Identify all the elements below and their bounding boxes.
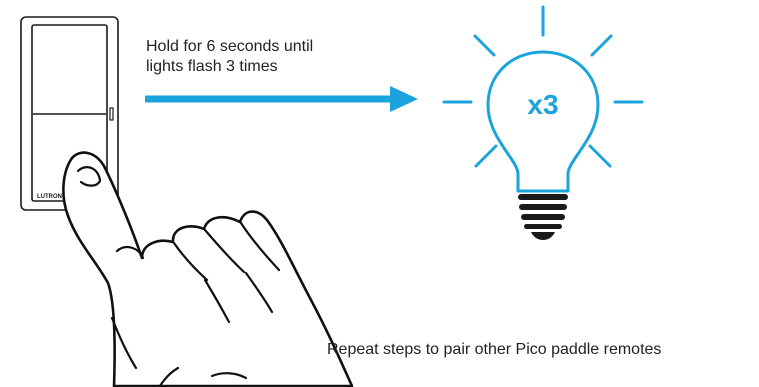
instruction-line-2: lights flash 3 times	[146, 57, 406, 77]
bulb-flash-count: x3	[527, 89, 558, 120]
repeat-steps-note: Repeat steps to pair other Pico paddle r…	[327, 340, 661, 360]
instruction-text: Hold for 6 seconds until lights flash 3 …	[146, 37, 406, 77]
pressing-hand-icon	[63, 153, 352, 386]
instruction-line-1: Hold for 6 seconds until	[146, 37, 406, 57]
remote-brand-logo: LUTRON	[37, 194, 62, 200]
bulb-glass	[488, 52, 598, 191]
bulb-base	[518, 194, 568, 240]
light-bulb-icon: x3	[444, 7, 642, 240]
right-arrow-icon	[145, 86, 418, 112]
